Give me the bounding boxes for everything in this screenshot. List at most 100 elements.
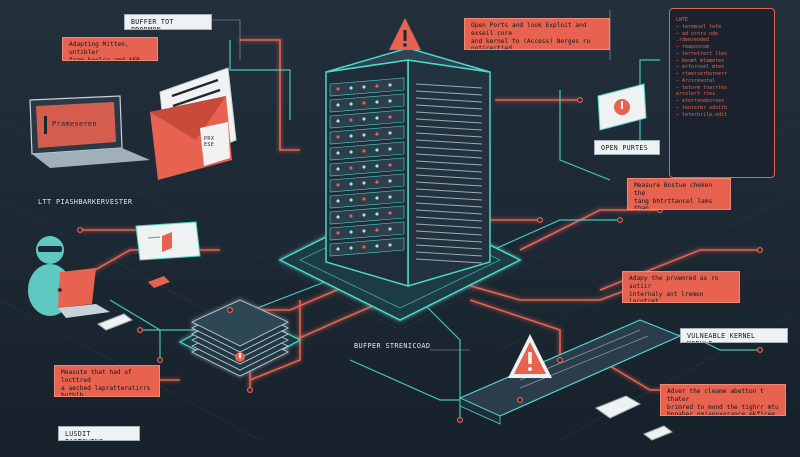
vent-line <box>415 209 483 215</box>
hacker-icon <box>28 236 110 318</box>
vent-line <box>415 202 483 208</box>
vent-line <box>415 230 483 236</box>
vent-line <box>415 90 483 96</box>
admin-label: LTT PIASHBARKERVESTER <box>38 198 133 206</box>
status-led <box>336 167 340 171</box>
status-led <box>388 211 392 215</box>
laptop-icon <box>29 95 150 168</box>
shield-icon <box>597 83 647 131</box>
status-led <box>336 135 340 139</box>
status-led <box>336 151 340 155</box>
vent-line <box>415 258 483 264</box>
rack-unit <box>329 157 405 177</box>
status-led <box>362 213 366 217</box>
status-led <box>375 100 379 104</box>
status-led <box>349 86 353 90</box>
kernel-module-slab <box>458 319 682 425</box>
rack-unit <box>329 205 405 225</box>
circuit-node <box>756 247 763 254</box>
circuit-node <box>536 217 543 224</box>
status-led <box>375 164 379 168</box>
vent-line <box>415 111 483 117</box>
vent-line <box>415 167 483 173</box>
status-led <box>336 119 340 123</box>
vent-line <box>415 97 483 103</box>
circuit-node <box>157 357 164 364</box>
status-led <box>349 166 353 170</box>
status-led <box>388 115 392 119</box>
rack-unit <box>329 189 405 209</box>
rack-unit <box>329 77 405 97</box>
buffer-overflow-label: BUFFER TOT PROBMON <box>124 14 212 30</box>
vent-line <box>415 237 483 243</box>
vent-line <box>415 104 483 110</box>
server-rack-icon <box>325 47 491 288</box>
status-led <box>375 196 379 200</box>
status-led <box>388 227 392 231</box>
circuit-node <box>516 397 523 404</box>
rack-unit <box>329 125 405 145</box>
vent-line <box>415 244 483 250</box>
status-led <box>336 103 340 107</box>
status-led <box>349 246 353 250</box>
keyboard-icon <box>96 276 674 441</box>
status-led <box>362 229 366 233</box>
status-led <box>362 165 366 169</box>
status-led <box>388 195 392 199</box>
measure-note: Measure Bostue cheken the tang bhtrttanc… <box>627 178 731 210</box>
status-led <box>336 183 340 187</box>
envelope-icon <box>150 67 237 180</box>
status-led <box>336 199 340 203</box>
status-led <box>349 182 353 186</box>
warning-triangle-icon <box>389 18 421 50</box>
circuit-node <box>247 387 254 394</box>
circuit-node <box>556 357 563 364</box>
status-led <box>336 87 340 91</box>
storage-stack-icon <box>178 299 302 377</box>
status-led <box>349 118 353 122</box>
storage-layer <box>191 299 289 347</box>
circuit-node <box>227 307 234 314</box>
terminal-panel: LNTE — teremsel tete — ad ornrs ode .rde… <box>669 8 775 178</box>
status-led <box>375 148 379 152</box>
rack-unit <box>329 109 405 129</box>
envelope-text: PRX ESE <box>204 136 215 149</box>
circuit-node <box>616 217 623 224</box>
status-led <box>349 102 353 106</box>
vent-line <box>415 188 483 194</box>
adapt-preserved-note: Adapy the prvemred as ro sotiir internal… <box>622 271 740 303</box>
rack-unit <box>329 173 405 193</box>
vent-line <box>415 216 483 222</box>
vent-line <box>415 139 483 145</box>
circuit-node <box>56 287 63 294</box>
vent-line <box>415 195 483 201</box>
rack-unit <box>329 141 405 161</box>
status-led <box>362 245 366 249</box>
vent-line <box>415 153 483 159</box>
status-led <box>375 228 379 232</box>
vent-line <box>415 132 483 138</box>
vent-line <box>415 174 483 180</box>
vulnerable-kernel-label: VULNEABLE KERNEL MODULE <box>680 328 788 343</box>
lusdit-label: LUSDIT PASTSWING <box>58 426 140 441</box>
open-ports-note: Open Ports and look Exploit and exseil c… <box>464 18 610 50</box>
rack-unit <box>329 237 405 257</box>
status-led <box>388 179 392 183</box>
stack-warning-dot <box>235 352 245 362</box>
status-led <box>362 101 366 105</box>
circuit-node <box>76 227 83 234</box>
vent-line <box>415 125 483 131</box>
server-rack-units <box>329 77 405 257</box>
warning-triangle-icon <box>508 334 552 378</box>
measure-locked-note: Measute that had of locttred a aecbed la… <box>54 365 160 397</box>
status-led <box>388 83 392 87</box>
vent-line <box>415 251 483 257</box>
adapting-note: Adapting Mitten, untibler from beolse am… <box>62 37 158 61</box>
rack-unit <box>329 93 405 113</box>
status-led <box>388 147 392 151</box>
status-led <box>375 116 379 120</box>
status-led <box>349 198 353 202</box>
adver-note: Adver the cleame abetton t thater brimre… <box>660 384 786 416</box>
status-led <box>336 231 340 235</box>
vent-line <box>415 146 483 152</box>
